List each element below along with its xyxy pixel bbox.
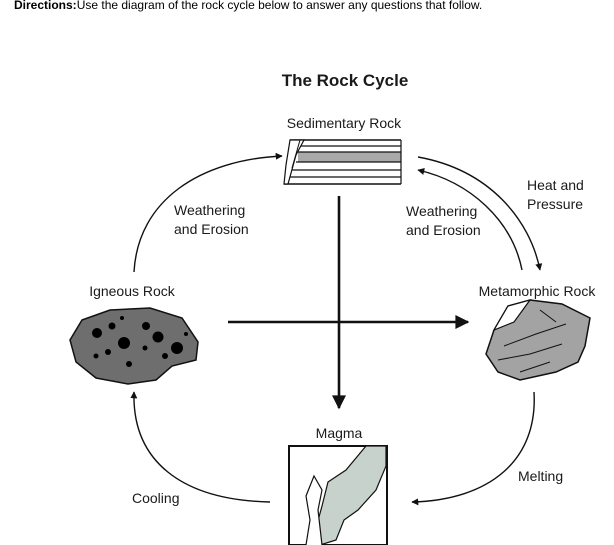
arrow-magma-to-igneous (130, 391, 271, 503)
igneous-rock-icon (69, 307, 199, 385)
metamorphic-rock-icon (485, 298, 591, 381)
weathering-erosion-left-label-2: and Erosion (174, 221, 249, 237)
metamorphic-rock-label: Metamorphic Rock (479, 283, 597, 299)
sedimentary-rock-label: Sedimentary Rock (287, 115, 402, 131)
arrow-igneous-to-sedimentary (133, 152, 283, 273)
sedimentary-rock-icon (283, 139, 402, 185)
directions-text: Directions:Use the diagram of the rock c… (14, 0, 482, 12)
magma-label: Magma (316, 425, 363, 441)
heat-pressure-label-1: Heat and (527, 177, 584, 193)
directions-label: Directions: (14, 0, 77, 12)
arrow-metamorphic-to-magma (411, 391, 535, 506)
melting-label: Melting (518, 468, 563, 484)
diagram-title: The Rock Cycle (282, 71, 409, 90)
weathering-erosion-left-label-1: Weathering (174, 202, 245, 218)
arrow-sedimentary-to-metamorphic (417, 156, 543, 271)
weathering-erosion-right-label-1: Weathering (406, 203, 477, 219)
cooling-label: Cooling (132, 490, 179, 506)
arrow-metamorphic-to-sedimentary (417, 168, 523, 271)
magma-icon (288, 445, 388, 545)
weathering-erosion-right-label-2: and Erosion (406, 222, 481, 238)
igneous-rock-label: Igneous Rock (89, 283, 176, 299)
directions-body: Use the diagram of the rock cycle below … (76, 0, 483, 12)
heat-pressure-label-2: Pressure (527, 196, 583, 212)
